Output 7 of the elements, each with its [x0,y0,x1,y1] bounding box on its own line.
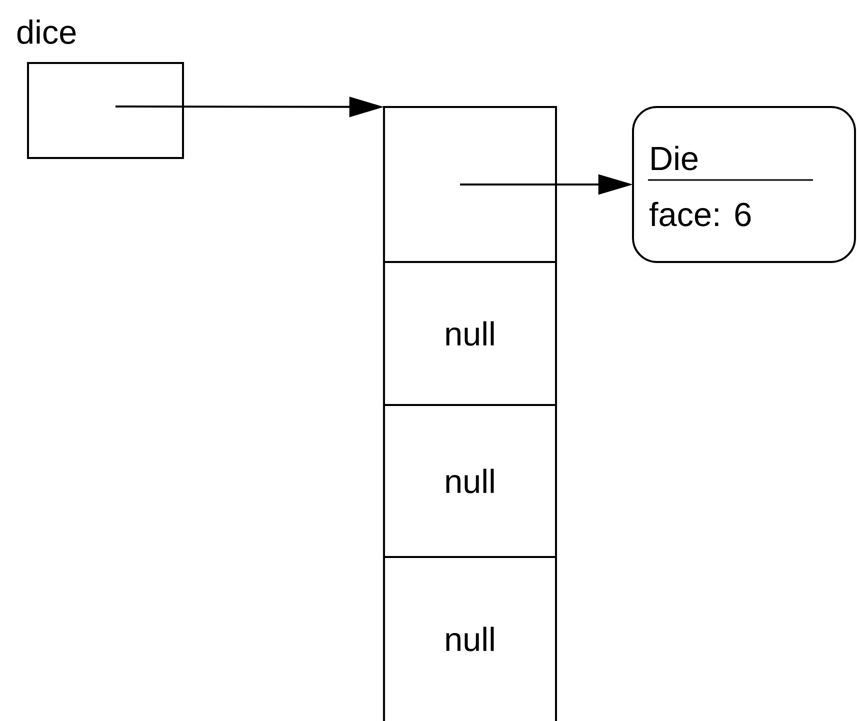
array-cell: null [383,261,557,406]
array-cell [383,106,557,263]
variable-box: dice [17,20,184,159]
node-label: dice [17,20,76,44]
array-cell: null [383,556,557,721]
object-box: Die face: 6 [632,106,856,263]
array-cell: null [383,404,557,558]
